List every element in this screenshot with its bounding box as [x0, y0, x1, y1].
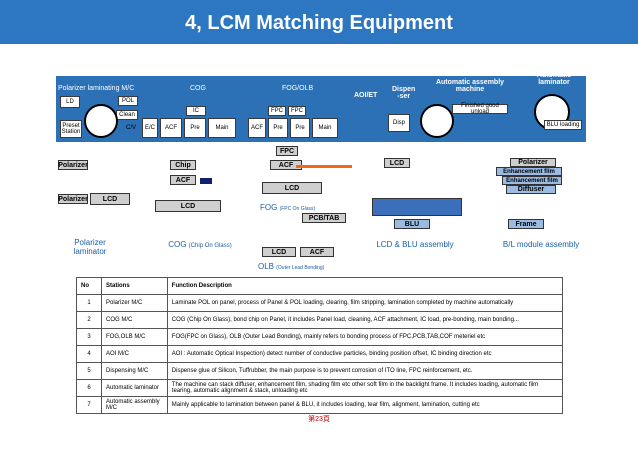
- fpc-bar: FPC: [276, 146, 298, 156]
- acf-block: ACF: [160, 118, 182, 138]
- page-number: 第23頁: [308, 416, 330, 423]
- chip-bar: Chip: [170, 160, 196, 170]
- ld-block: LD: [60, 96, 80, 108]
- polarizer-bottom-bar: Polarizer: [58, 194, 88, 204]
- blu-frame: [372, 198, 462, 216]
- pol-lcd-bar: LCD: [90, 193, 130, 205]
- clean-block: Clean: [116, 110, 138, 120]
- finished-unload-block: Finished good unload: [452, 103, 508, 115]
- cv-label-1: C/V: [125, 125, 136, 131]
- fpc-line: [296, 165, 352, 168]
- olb-acf-bar: ACF: [300, 247, 334, 257]
- caption-lcd-blu: LCD & BLU assembly: [376, 240, 454, 249]
- fpc-block-1: FPC: [268, 106, 286, 116]
- caption-bl-module: B/L module assembly: [502, 240, 580, 249]
- cog-lcd-bar: LCD: [155, 200, 221, 212]
- blu-bar: BLU: [394, 219, 430, 229]
- ec-block: E/C: [142, 118, 158, 138]
- fog-pre2-block: Pre: [290, 118, 310, 138]
- blu-loading-block: BLU loading: [544, 120, 582, 130]
- fog-lcd-bar: LCD: [262, 182, 322, 194]
- polarizer-section-label: Polarizer laminating M/C: [58, 85, 135, 92]
- diffuser-bar: Diffuser: [506, 185, 556, 194]
- pol-block: POL: [118, 96, 138, 106]
- pre-block: Pre: [184, 118, 206, 138]
- header-no: No: [76, 277, 102, 295]
- fog-pre1-block: Pre: [268, 118, 288, 138]
- page-title: 4, LCM Matching Equipment: [0, 0, 638, 44]
- fog-section-label: FOG/OLB: [282, 85, 314, 92]
- auto-laminator-label: Automatic laminator: [536, 72, 572, 86]
- cog-section-label: COG: [190, 85, 206, 92]
- polarizer-top-bar: Polarizer: [58, 160, 88, 170]
- olb-caption: OLB (Outer Lead Bonding): [258, 262, 325, 271]
- header-stations: Stations: [101, 277, 168, 295]
- dispenser-label: Dispen -ser: [392, 86, 416, 100]
- caption-polarizer-laminator: Polarizer laminator: [73, 238, 107, 256]
- assembly-machine-label: Automatic assembly machine: [435, 79, 505, 93]
- aoi-label: AOI/ET: [354, 92, 378, 99]
- enh-film-1: Enhancement film: [496, 167, 562, 176]
- bl-polarizer-bar: Polarizer: [510, 158, 556, 167]
- cog-acf-bar: ACF: [170, 175, 196, 185]
- fog-caption: FOG (FPC On Glass): [260, 203, 316, 212]
- blu-lcd-bar: LCD: [384, 158, 410, 168]
- fog-acf-block: ACF: [248, 118, 266, 138]
- assembly-rotary-table: [420, 104, 454, 138]
- frame-bar: Frame: [508, 219, 544, 229]
- ic-block: IC: [186, 106, 206, 116]
- chip-mark: [200, 178, 212, 184]
- enh-film-2: Enhancement film: [502, 176, 562, 185]
- disp-block: Disp: [388, 114, 410, 132]
- main-block: Main: [208, 118, 236, 138]
- fog-main-block: Main: [312, 118, 338, 138]
- pcb-tab-bar: PCB/TAB: [302, 213, 346, 223]
- fpc-block-2: FPC: [288, 106, 306, 116]
- olb-lcd-bar: LCD: [262, 247, 296, 257]
- preset-block: Preset Station: [60, 120, 82, 138]
- rotary-table: [84, 104, 118, 138]
- caption-cog: COG (Chip On Glass): [168, 240, 232, 249]
- header-description: Function Description: [166, 277, 564, 295]
